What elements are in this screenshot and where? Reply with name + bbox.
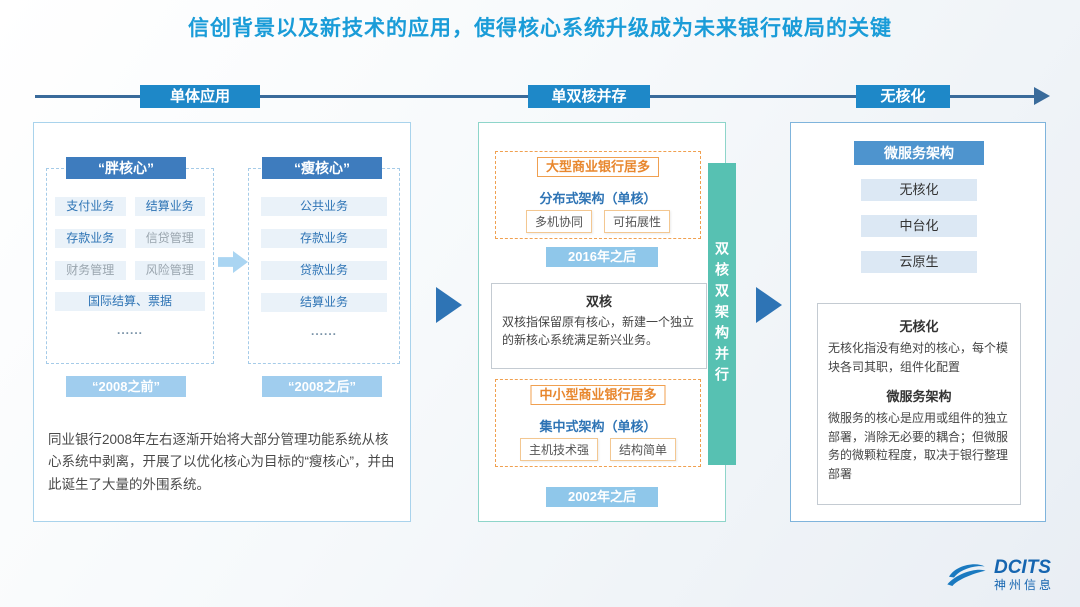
microservice-detail-title: 微服务架构: [886, 389, 952, 405]
fat-core-item-wide: 国际结算、票据: [55, 292, 205, 311]
fat-core-items: 支付业务 结算业务 存款业务 信贷管理 财务管理 风险管理: [55, 197, 205, 280]
dual-core-parallel-label: 双核双架构并行: [714, 240, 730, 388]
small-bank-header: 中小型商业银行居多: [530, 385, 666, 405]
dual-core-text: 双核指保留原有核心，新建一个独立的新核心系统满足新兴业务。: [502, 315, 695, 347]
flow-arrow-stage2-to-3-icon: [756, 287, 782, 323]
tag: 结构简单: [610, 438, 677, 461]
fat-core-item: 支付业务: [55, 197, 126, 216]
thin-core-items: 公共业务 存款业务 贷款业务 结算业务: [261, 197, 387, 312]
panel-dual-core: 大型商业银行居多 分布式架构（单核） 多机协同 可拓展性 2016年之后 双核 …: [478, 122, 726, 522]
period-2002: 2002年之后: [546, 487, 658, 507]
thin-core-item: 公共业务: [261, 197, 387, 216]
large-bank-tags: 多机协同 可拓展性: [496, 210, 700, 233]
middle-platform-item: 中台化: [861, 215, 977, 237]
logo-company: 神州信息: [993, 578, 1054, 593]
timeline-stage-coreless: 无核化: [856, 85, 950, 108]
dual-core-parallel-bar: 双核双架构并行: [708, 163, 736, 465]
thin-core-box: 公共业务 存款业务 贷款业务 结算业务 ......: [248, 168, 400, 364]
panel-monolithic-app: “胖核心” 支付业务 结算业务 存款业务 信贷管理 财务管理 风险管理 国际结算…: [33, 122, 411, 522]
panel-coreless: 微服务架构 无核化 中台化 云原生 无核化 无核化指没有绝对的核心，每个模块各司…: [790, 122, 1046, 522]
tag: 可拓展性: [604, 210, 671, 233]
small-bank-group: 中小型商业银行居多 集中式架构（单核） 主机技术强 结构简单: [495, 379, 701, 467]
fat-core-header: “胖核心”: [66, 157, 186, 179]
tag: 多机协同: [525, 210, 592, 233]
fat-core-box: 支付业务 结算业务 存款业务 信贷管理 财务管理 风险管理 国际结算、票据 ..…: [46, 168, 214, 364]
panel1-description: 同业银行2008年左右逐渐开始将大部分管理功能系统从核心系统中剥离，开展了以优化…: [48, 432, 395, 492]
page-title: 信创背景以及新技术的应用，使得核心系统升级成为未来银行破局的关键: [188, 17, 892, 40]
fat-to-thin-arrow-icon: [218, 251, 248, 273]
logo-text: DCITS 神州信息: [994, 557, 1054, 593]
period-2016: 2016年之后: [546, 247, 658, 267]
thin-core-period: “2008之后”: [262, 376, 382, 397]
timeline-stage-dual-core: 单双核并存: [528, 85, 650, 108]
dual-core-note: 双核 双核指保留原有核心，新建一个独立的新核心系统满足新兴业务。: [491, 283, 707, 369]
fat-core-item: 存款业务: [55, 229, 126, 248]
fat-core-period: “2008之前”: [66, 376, 186, 397]
thin-core-ellipsis: ......: [310, 324, 337, 338]
thin-core-header: “瘦核心”: [262, 157, 382, 179]
coreless-detail-box: 无核化 无核化指没有绝对的核心，每个模块各司其职，组件化配置 微服务架构 微服务…: [817, 303, 1021, 505]
fat-core-item: 信贷管理: [134, 229, 205, 248]
tag: 主机技术强: [519, 438, 598, 461]
timeline-arrowhead-icon: [1034, 87, 1050, 105]
microservice-arch-header: 微服务架构: [854, 141, 984, 165]
fat-core-ellipsis: ......: [116, 323, 143, 337]
small-bank-tags: 主机技术强 结构简单: [496, 438, 700, 461]
coreless-item: 无核化: [861, 179, 977, 201]
coreless-detail-text: 无核化指没有绝对的核心，每个模块各司其职，组件化配置: [828, 341, 1009, 374]
fat-core-item: 财务管理: [55, 261, 126, 280]
logo-brand: DCITS: [993, 557, 1051, 579]
flow-arrow-stage1-to-2-icon: [436, 287, 462, 323]
thin-core-item: 贷款业务: [261, 261, 387, 280]
dcits-logo: DCITS 神州信息: [944, 557, 1054, 593]
cloud-native-item: 云原生: [861, 251, 977, 273]
large-bank-group: 大型商业银行居多 分布式架构（单核） 多机协同 可拓展性: [495, 151, 701, 239]
distributed-arch-label: 分布式架构（单核）: [539, 191, 657, 206]
timeline-stage-monolithic: 单体应用: [140, 85, 260, 108]
coreless-detail-title: 无核化: [899, 319, 939, 334]
dcits-swoosh-icon: [947, 564, 986, 587]
microservice-detail-text: 微服务的核心是应用或组件的独立部署，消除无必要的耦合；但微服务的微颗粒程度，取决…: [828, 411, 1009, 481]
fat-core-item: 结算业务: [134, 197, 205, 216]
large-bank-header: 大型商业银行居多: [536, 157, 660, 177]
fat-core-item: 风险管理: [134, 261, 205, 280]
thin-core-item: 存款业务: [261, 229, 387, 248]
dual-core-title: 双核: [585, 294, 612, 309]
thin-core-item: 结算业务: [261, 293, 387, 312]
centralized-arch-label: 集中式架构（单核）: [539, 419, 657, 434]
